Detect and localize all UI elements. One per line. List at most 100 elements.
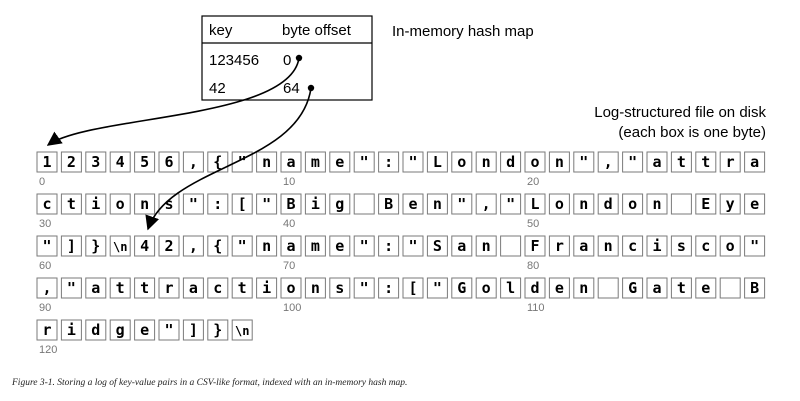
byte-char: " xyxy=(238,153,247,171)
byte-char: g xyxy=(335,195,344,213)
byte-char: l xyxy=(506,279,515,297)
byte-char: o xyxy=(555,195,564,213)
byte-box xyxy=(109,151,131,173)
byte-offset-label: 100 xyxy=(283,302,301,314)
byte-offset-label: 40 xyxy=(283,218,295,230)
byte-char: " xyxy=(360,237,369,255)
byte-box xyxy=(695,235,717,257)
byte-box xyxy=(475,151,497,173)
byte-box xyxy=(134,193,156,215)
byte-char: a xyxy=(652,153,661,171)
byte-box xyxy=(402,151,424,173)
byte-box xyxy=(524,235,546,257)
byte-char: { xyxy=(213,153,222,171)
byte-char: o xyxy=(628,195,637,213)
byte-char: " xyxy=(750,237,759,255)
byte-char: n xyxy=(555,153,564,171)
byte-char: d xyxy=(506,153,515,171)
byte-char: r xyxy=(726,153,735,171)
offset-pointers xyxy=(46,54,315,231)
byte-char: a xyxy=(91,279,100,297)
byte-char: , xyxy=(604,153,613,171)
byte-char: s xyxy=(677,237,686,255)
byte-box xyxy=(207,193,229,215)
byte-char: 2 xyxy=(164,237,173,255)
byte-box xyxy=(646,277,668,299)
disk-file-subtitle: (each box is one byte) xyxy=(618,124,766,141)
hash-map-key-cell: 123456 xyxy=(209,52,259,69)
byte-offset-label: 70 xyxy=(283,260,295,272)
byte-char: 1 xyxy=(42,153,51,171)
byte-char: B xyxy=(384,195,393,213)
byte-char: : xyxy=(384,153,393,171)
byte-box xyxy=(378,277,400,299)
byte-box xyxy=(622,235,644,257)
byte-char: e xyxy=(335,153,344,171)
byte-char: [ xyxy=(408,279,417,297)
byte-char: o xyxy=(286,279,295,297)
byte-char: L xyxy=(530,195,539,213)
byte-char: E xyxy=(701,195,710,213)
byte-box xyxy=(597,277,619,299)
byte-box xyxy=(500,151,522,173)
byte-char: s xyxy=(164,195,173,213)
byte-char: F xyxy=(530,237,539,255)
byte-char: g xyxy=(116,321,125,339)
byte-box xyxy=(109,319,131,341)
byte-box xyxy=(500,193,522,215)
byte-box xyxy=(670,193,692,215)
byte-box xyxy=(60,151,82,173)
byte-char: o xyxy=(726,237,735,255)
byte-box xyxy=(329,277,351,299)
byte-char: [ xyxy=(238,195,247,213)
byte-box xyxy=(524,151,546,173)
byte-char: : xyxy=(213,195,222,213)
byte-char: } xyxy=(91,237,100,255)
byte-char: " xyxy=(579,153,588,171)
byte-box xyxy=(646,151,668,173)
byte-char: c xyxy=(701,237,710,255)
byte-char: " xyxy=(67,279,76,297)
byte-box xyxy=(280,151,302,173)
byte-char: ] xyxy=(189,321,198,339)
byte-box xyxy=(500,235,522,257)
byte-box xyxy=(36,151,58,173)
byte-box xyxy=(182,151,204,173)
byte-char: n xyxy=(262,237,271,255)
byte-char: n xyxy=(579,195,588,213)
byte-char: n xyxy=(140,195,149,213)
byte-char: o xyxy=(457,153,466,171)
byte-box xyxy=(475,235,497,257)
byte-char: o xyxy=(482,279,491,297)
byte-box xyxy=(134,277,156,299)
byte-char: i xyxy=(262,279,271,297)
byte-box xyxy=(719,151,741,173)
byte-char: S xyxy=(433,237,442,255)
byte-box xyxy=(109,193,131,215)
byte-box xyxy=(719,277,741,299)
byte-box xyxy=(353,235,375,257)
byte-offset-label: 80 xyxy=(527,260,539,272)
byte-box xyxy=(60,193,82,215)
byte-char: t xyxy=(677,279,686,297)
byte-box xyxy=(744,235,766,257)
byte-char: m xyxy=(311,153,320,171)
byte-char: t xyxy=(701,153,710,171)
byte-box xyxy=(451,235,473,257)
byte-box xyxy=(85,193,107,215)
byte-box xyxy=(548,193,570,215)
byte-box xyxy=(378,235,400,257)
byte-offset-label: 20 xyxy=(527,176,539,188)
byte-char: " xyxy=(360,153,369,171)
byte-box xyxy=(36,193,58,215)
byte-char: a xyxy=(750,153,759,171)
byte-box xyxy=(231,235,253,257)
byte-char: " xyxy=(628,153,637,171)
byte-box xyxy=(280,193,302,215)
byte-char: e xyxy=(701,279,710,297)
byte-box xyxy=(353,193,375,215)
byte-box xyxy=(524,277,546,299)
byte-box xyxy=(426,235,448,257)
